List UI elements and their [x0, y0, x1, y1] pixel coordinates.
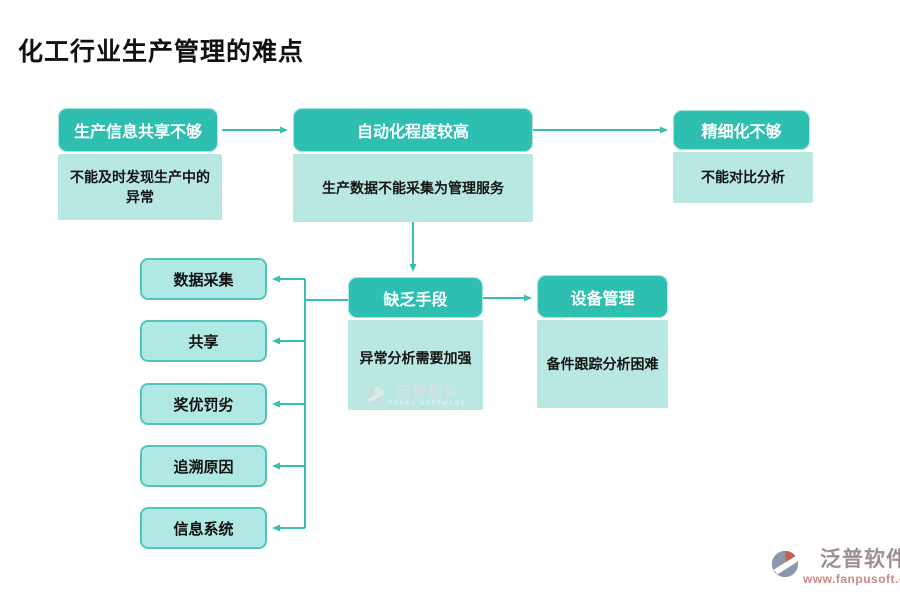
list-item-sharing: 共享 — [140, 320, 267, 362]
footer-brand: 泛普软件 www.fanpusoft.com — [770, 549, 900, 585]
node-body-text: 异常分析需要加强 — [359, 350, 472, 366]
page-title: 化工行业生产管理的难点 — [18, 38, 305, 66]
footer-brand-url: www.fanpusoft.com — [803, 572, 900, 586]
watermark-logo-icon — [366, 387, 384, 405]
node-production-info-sharing: 生产信息共享不够 不能及时发现生产中的异常 — [58, 108, 222, 220]
node-header: 生产信息共享不够 — [58, 108, 218, 152]
node-header: 设备管理 — [537, 275, 668, 318]
list-item-reward-punish: 奖优罚劣 — [140, 383, 267, 425]
node-equipment-management: 设备管理 备件跟踪分析困难 — [537, 275, 668, 408]
node-body: 备件跟踪分析困难 — [537, 320, 668, 408]
footer-brand-name: 泛普软件 — [820, 548, 900, 571]
node-automation-level: 自动化程度较高 生产数据不能采集为管理服务 — [293, 108, 533, 222]
list-item-data-collection: 数据采集 — [140, 258, 267, 300]
node-header: 自动化程度较高 — [293, 108, 533, 152]
node-body: 不能对比分析 — [673, 152, 813, 203]
footer-brand-text: 泛普软件 www.fanpusoft.com — [803, 549, 900, 585]
node-header: 精细化不够 — [673, 110, 810, 150]
node-body: 生产数据不能采集为管理服务 — [293, 154, 533, 222]
node-lack-of-means: 缺乏手段 异常分析需要加强 泛普软件 FANPU SOFTWARE — [348, 277, 483, 410]
fanpu-logo-icon — [771, 550, 799, 578]
watermark-name: 泛普软件 — [395, 384, 460, 401]
watermark-subtitle: FANPU SOFTWARE — [388, 401, 466, 407]
node-header: 缺乏手段 — [348, 277, 483, 318]
watermark-text: 泛普软件 FANPU SOFTWARE — [389, 385, 466, 407]
list-item-info-system: 信息系统 — [140, 507, 267, 549]
node-body: 不能及时发现生产中的异常 — [58, 154, 222, 220]
node-body: 异常分析需要加强 泛普软件 FANPU SOFTWARE — [348, 320, 483, 410]
watermark: 泛普软件 FANPU SOFTWARE — [348, 385, 483, 407]
node-refinement: 精细化不够 不能对比分析 — [673, 110, 813, 203]
list-item-trace-cause: 追溯原因 — [140, 445, 267, 487]
